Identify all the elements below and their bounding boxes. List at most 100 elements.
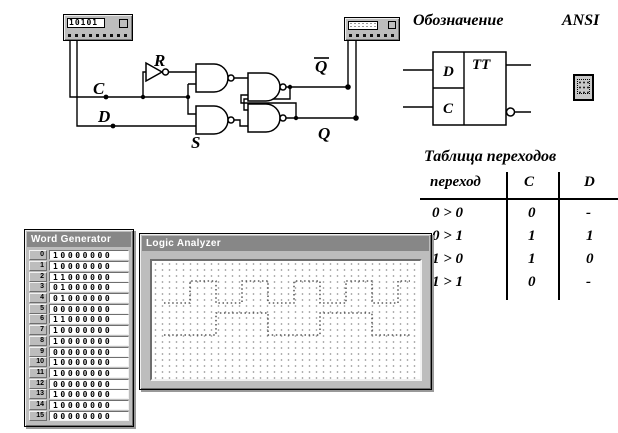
word-row-value[interactable]: 10000000 [49, 250, 129, 261]
word-row-value[interactable]: 00000000 [49, 303, 129, 314]
word-row-value[interactable]: 10000000 [49, 367, 129, 378]
nand-gate-latch-top[interactable] [247, 72, 287, 102]
word-generator-title: Word Generator [31, 234, 112, 245]
word-row-index: 3 [29, 282, 47, 293]
word-row-index: 12 [29, 378, 47, 389]
table-cell: - [586, 274, 591, 290]
logic-analyzer-pins [349, 34, 395, 37]
symbol-d-label: D [442, 64, 454, 80]
word-generator-display: 10101 [67, 18, 105, 28]
word-row-index: 0 [29, 250, 47, 261]
word-row-index: 10 [29, 357, 47, 368]
s-label: S [191, 133, 200, 152]
word-row-index: 6 [29, 314, 47, 325]
table-cell: 0 [528, 205, 536, 221]
word-row-index: 5 [29, 303, 47, 314]
table-cell: 0 [586, 251, 594, 267]
word-row-value[interactable]: 00000000 [49, 346, 129, 357]
inverter-gate[interactable] [145, 61, 170, 83]
waveform-trace-1 [164, 280, 410, 304]
q-bar-label: Q [315, 57, 327, 76]
word-row-value[interactable]: 10000000 [49, 325, 129, 336]
word-row-index: 11 [29, 367, 47, 378]
word-row-value[interactable]: 01000000 [49, 282, 129, 293]
word-row-value[interactable]: 11000000 [49, 271, 129, 282]
table-cell: - [586, 205, 591, 221]
word-generator-titlebar[interactable]: Word Generator [27, 232, 131, 247]
table-divider-1 [506, 172, 508, 300]
waveform-area [164, 280, 410, 336]
word-row-value[interactable]: 10000000 [49, 357, 129, 368]
word-row-value[interactable]: 00000000 [49, 410, 129, 421]
word-row-value[interactable]: 11000000 [49, 314, 129, 325]
word-row-value[interactable]: 00000000 [49, 378, 129, 389]
table-cell: 1 [528, 251, 536, 267]
word-row-value[interactable]: 10000000 [49, 261, 129, 272]
table-cell: 1 > 1 [432, 274, 464, 290]
waveform-trace-2 [164, 312, 410, 336]
word-row-value[interactable]: 10000000 [49, 389, 129, 400]
table-cell: 0 > 1 [432, 228, 464, 244]
analyzer-screen [150, 259, 422, 381]
word-row-index: 2 [29, 271, 47, 282]
word-row-value[interactable]: 10000000 [49, 335, 129, 346]
table-cell: 1 [586, 228, 594, 244]
transition-table: Таблица переходов переход C D 0 > 0 0 - … [418, 148, 618, 308]
word-row-index: 14 [29, 399, 47, 410]
word-row-value[interactable]: 01000000 [49, 293, 129, 304]
col-header-c: C [524, 174, 535, 190]
r-label: R [153, 51, 165, 70]
nand-gate-r[interactable] [195, 63, 235, 93]
ansi-symbol-pins [577, 79, 590, 94]
table-cell: 1 > 0 [432, 251, 464, 267]
word-row-index: 15 [29, 410, 47, 421]
table-header-rule [420, 198, 618, 200]
nand-gate-latch-bottom[interactable] [247, 103, 287, 133]
word-row-index: 1 [29, 261, 47, 272]
ansi-heading: ANSI [562, 12, 600, 29]
ansi-symbol-icon [573, 74, 594, 101]
word-row-index: 13 [29, 389, 47, 400]
logic-analyzer-titlebar[interactable]: Logic Analyzer [142, 236, 429, 251]
symbol-tt-label: TT [472, 57, 491, 73]
word-row-index: 8 [29, 335, 47, 346]
word-generator-pins [68, 34, 130, 37]
inverted-output-bubble [505, 107, 516, 117]
q-label: Q [318, 124, 330, 143]
logic-analyzer-icon[interactable] [344, 17, 400, 41]
table-cell: 0 [528, 274, 536, 290]
table-cell: 1 [528, 228, 536, 244]
transition-table-heading: Таблица переходов [424, 148, 557, 165]
word-row-index: 9 [29, 346, 47, 357]
logic-analyzer-icon-button [388, 21, 396, 29]
c-input-label: C [93, 79, 105, 98]
col-header-d: D [584, 174, 595, 190]
word-row-index: 4 [29, 293, 47, 304]
d-input-label: D [97, 107, 110, 126]
word-generator-icon[interactable]: 10101 [63, 14, 133, 41]
word-row-index: 7 [29, 325, 47, 336]
word-row-value[interactable]: 10000000 [49, 399, 129, 410]
word-generator-icon-button [119, 19, 128, 28]
junction-dots [103, 84, 359, 129]
nand-gate-s[interactable] [195, 105, 235, 135]
designation-heading: Обозначение [413, 12, 504, 29]
table-cell: 0 > 0 [432, 205, 464, 221]
logic-analyzer-title: Logic Analyzer [146, 238, 221, 249]
